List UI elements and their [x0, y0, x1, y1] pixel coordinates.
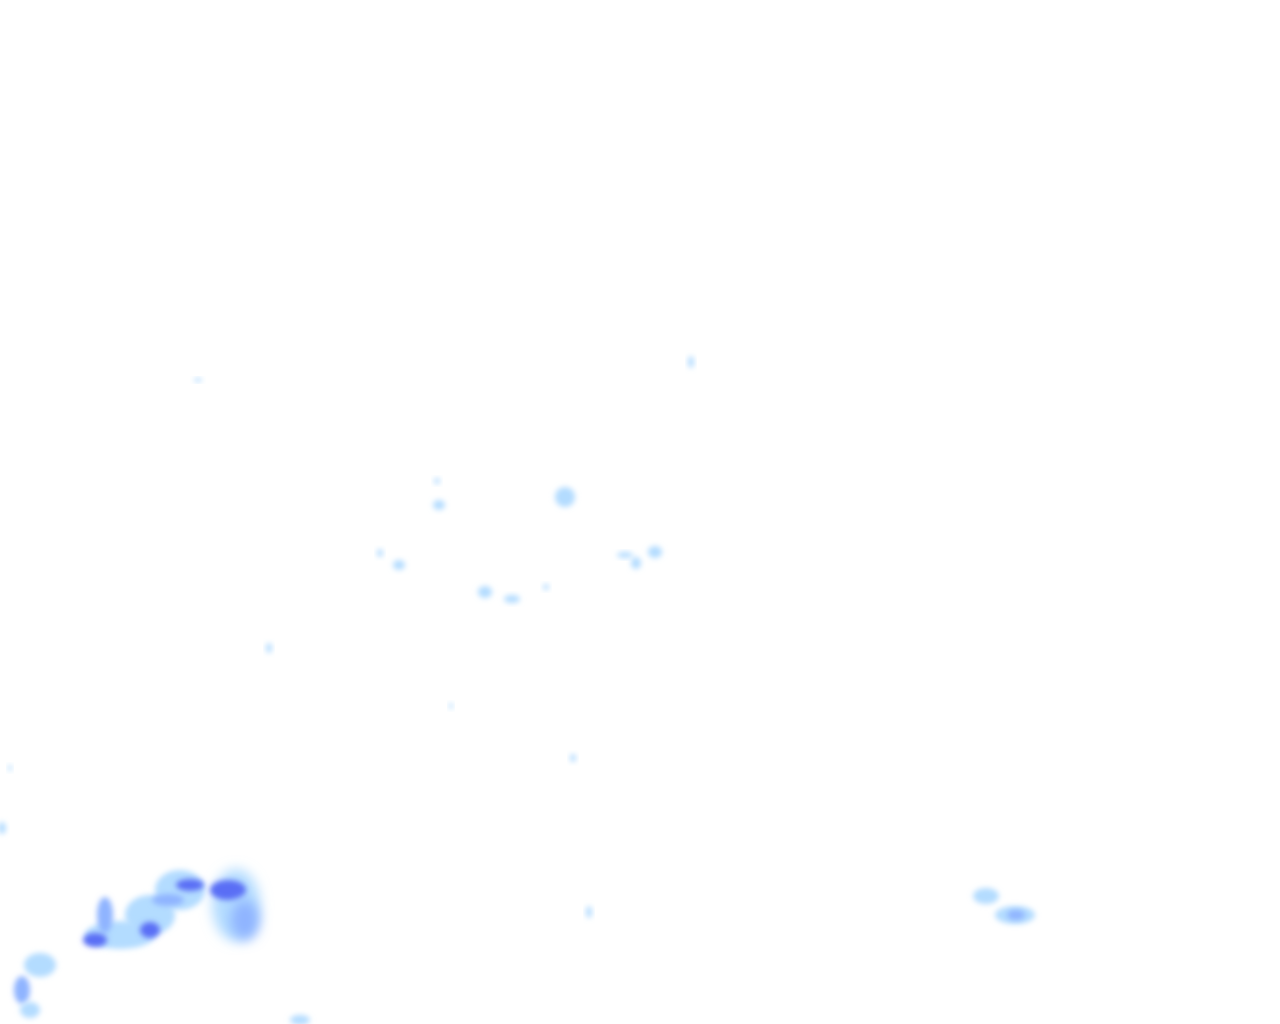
- precipitation-cell-heavy: [83, 933, 107, 947]
- precipitation-cell-light: [504, 595, 520, 603]
- precipitation-cell-light: [24, 953, 56, 977]
- precipitation-cell-light: [433, 500, 445, 510]
- precipitation-cell-light: [648, 546, 662, 558]
- precipitation-cell-medium: [97, 897, 113, 933]
- precipitation-cell-light: [617, 552, 633, 558]
- precipitation-cell-light: [20, 1002, 40, 1018]
- precipitation-cell-light: [393, 560, 405, 570]
- precipitation-cell-light: [570, 754, 576, 762]
- precipitation-cells: [0, 356, 1035, 1024]
- precipitation-cell-light: [555, 487, 575, 507]
- precipitation-cell-light: [377, 549, 383, 557]
- precipitation-cell-medium: [14, 976, 30, 1004]
- precipitation-cell-heavy: [140, 922, 160, 938]
- precipitation-cell-heavy: [176, 879, 204, 891]
- precipitation-cell-light: [449, 703, 453, 709]
- precipitation-cell-medium: [1007, 910, 1025, 920]
- precipitation-cell-light: [266, 643, 272, 653]
- precipitation-cell-light: [973, 888, 999, 904]
- precipitation-cell-light: [434, 478, 440, 484]
- precipitation-cell-heavy: [210, 880, 246, 900]
- precipitation-cell-medium: [231, 900, 259, 940]
- precipitation-cell-light: [543, 584, 549, 590]
- precipitation-cell-light: [8, 765, 12, 771]
- precipitation-cell-light: [586, 906, 592, 918]
- precipitation-cell-light: [0, 822, 6, 834]
- precipitation-cell-light: [631, 557, 641, 569]
- precipitation-cell-medium: [152, 894, 184, 906]
- precipitation-cell-light: [194, 378, 202, 382]
- precipitation-cell-light: [688, 356, 694, 368]
- precipitation-cell-light: [478, 586, 492, 598]
- precipitation-cell-light: [290, 1015, 310, 1024]
